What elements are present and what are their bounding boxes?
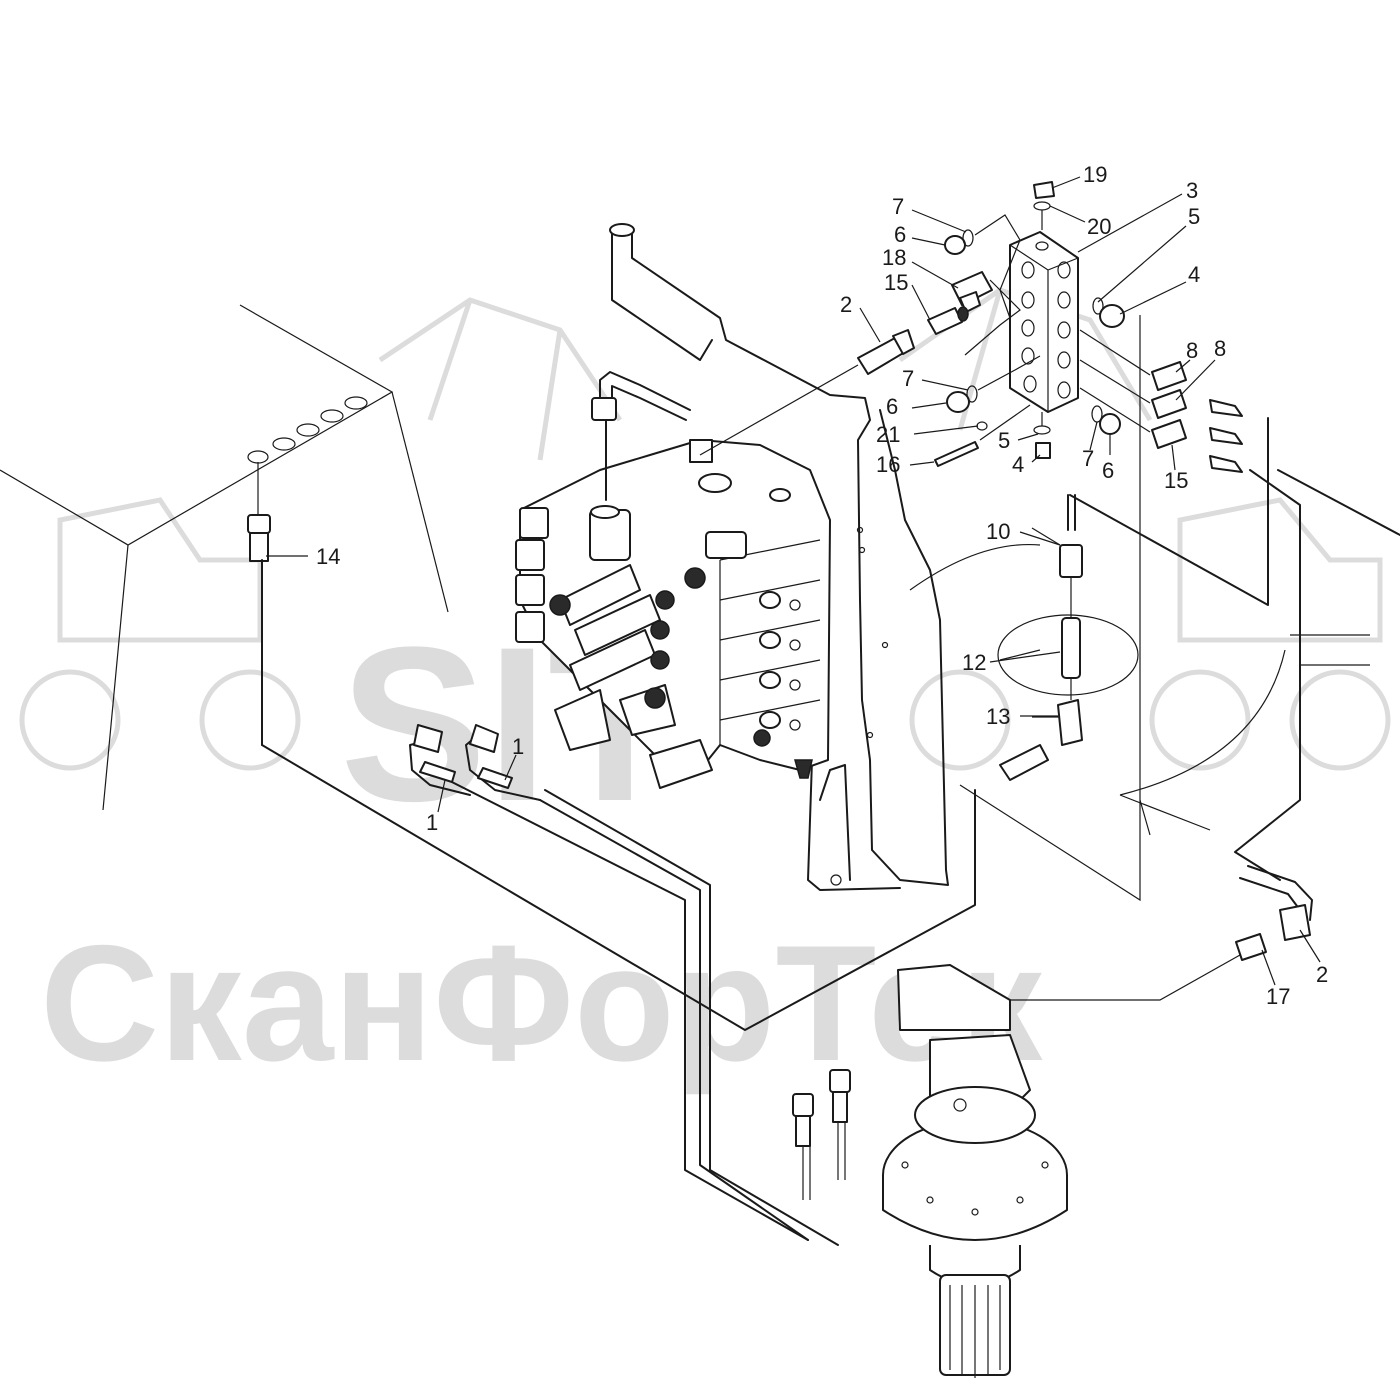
callout-21: 21 xyxy=(876,422,900,447)
top-hose xyxy=(591,371,691,501)
callout-6: 6 xyxy=(894,222,906,247)
callout-2: 2 xyxy=(840,292,852,317)
motor-gear xyxy=(939,1274,1011,1378)
callout-6: 6 xyxy=(1102,458,1114,483)
callout-4: 4 xyxy=(1188,262,1200,287)
plug-4-lower xyxy=(1033,412,1051,459)
loose-fittings xyxy=(792,1069,851,1200)
plug-6-lower xyxy=(946,355,1041,413)
callout-15: 15 xyxy=(884,270,908,295)
callout-1: 1 xyxy=(426,810,438,835)
callout-5: 5 xyxy=(1188,204,1200,229)
callout-17: 17 xyxy=(1266,984,1290,1009)
callout-20: 20 xyxy=(1087,214,1111,239)
hydraulic-tank xyxy=(0,304,449,811)
callout-13: 13 xyxy=(986,704,1010,729)
callout-4: 4 xyxy=(1012,452,1024,477)
callout-8: 8 xyxy=(1186,338,1198,363)
control-valve-block xyxy=(515,439,831,789)
callout-12: 12 xyxy=(962,650,986,675)
tank-ports xyxy=(247,396,368,464)
callout-18: 18 xyxy=(882,245,906,270)
hose-2-lower xyxy=(1235,865,1313,961)
callout-2: 2 xyxy=(1316,962,1328,987)
fitting-15-upper xyxy=(927,306,969,335)
callout-8: 8 xyxy=(1214,336,1226,361)
fittings-8-15 xyxy=(1079,329,1243,473)
swivel-joint xyxy=(999,494,1083,781)
plug-19 xyxy=(1033,181,1055,230)
fitting-2-top xyxy=(699,329,915,456)
manifold-block-3 xyxy=(1009,231,1079,413)
callout-1: 1 xyxy=(512,734,524,759)
callout-14: 14 xyxy=(316,544,340,569)
callout-7: 7 xyxy=(892,194,904,219)
watermark-machine-art xyxy=(19,287,1391,771)
swing-motor xyxy=(882,964,1068,1378)
callout-19: 19 xyxy=(1083,162,1107,187)
callout-3: 3 xyxy=(1186,178,1198,203)
callout-15: 15 xyxy=(1164,468,1188,493)
callout-6: 6 xyxy=(886,394,898,419)
plug-6-right xyxy=(1091,405,1121,435)
callout-5: 5 xyxy=(998,428,1010,453)
fitting-14 xyxy=(247,462,271,746)
callout-numbers: 19 3 20 5 7 6 18 4 15 2 8 8 7 6 21 5 7 1… xyxy=(316,162,1328,1009)
pipe-lines xyxy=(261,315,1400,1246)
plug-4-upper xyxy=(1092,297,1125,328)
watermark-brand: СканФорТек xyxy=(40,911,1043,1095)
valve-outlet-fittings xyxy=(549,505,713,789)
plug-6-upper xyxy=(944,214,1021,319)
watermark: SIT СканФорТек xyxy=(19,287,1391,1095)
hoses-1 xyxy=(409,724,541,801)
callout-16: 16 xyxy=(876,452,900,477)
callout-7: 7 xyxy=(902,366,914,391)
mounting-frame xyxy=(609,223,949,891)
callout-7: 7 xyxy=(1082,446,1094,471)
leader-lines xyxy=(266,176,1321,986)
callout-10: 10 xyxy=(986,519,1010,544)
valve-spools xyxy=(759,591,801,731)
